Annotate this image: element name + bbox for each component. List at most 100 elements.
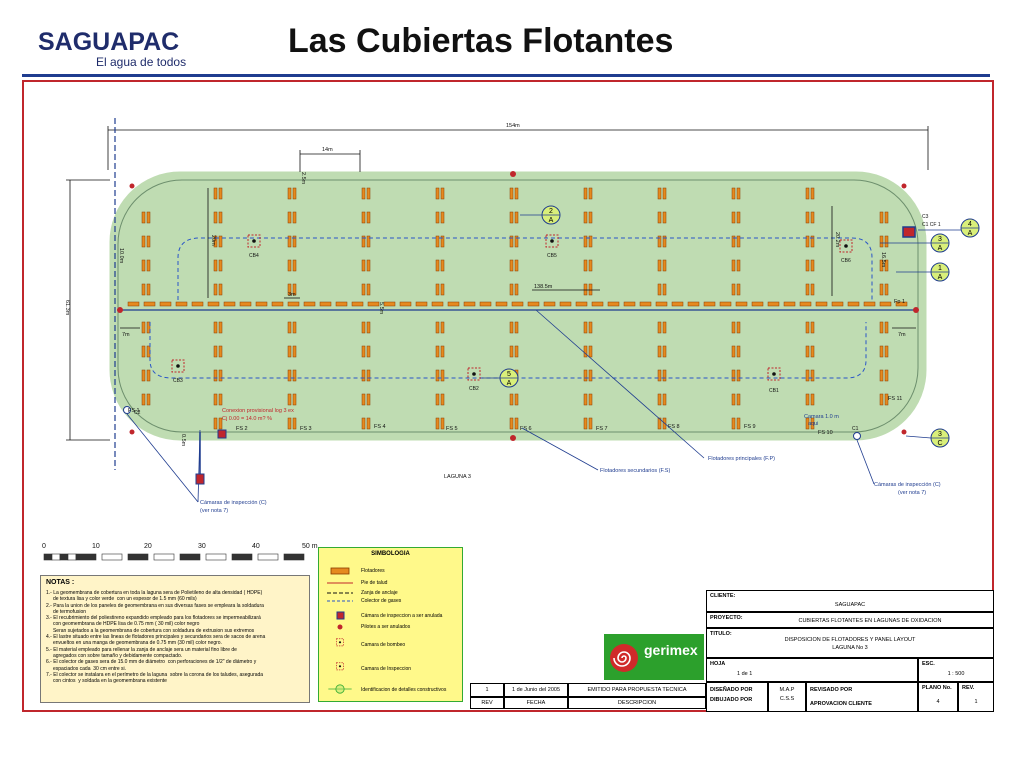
float-element bbox=[141, 321, 146, 334]
float-element bbox=[657, 211, 662, 224]
float-element bbox=[514, 259, 519, 272]
tb-rev-value: 1 bbox=[974, 699, 978, 705]
float-element bbox=[141, 259, 146, 272]
callout-3c: 3 C bbox=[905, 428, 950, 448]
main-float-element bbox=[623, 301, 636, 307]
float-element bbox=[366, 259, 371, 272]
legend-pile-symbol bbox=[337, 624, 343, 630]
float-element bbox=[884, 283, 889, 296]
main-float-element bbox=[687, 301, 700, 307]
main-float-element bbox=[463, 301, 476, 307]
float-element bbox=[657, 259, 662, 272]
scale-segment bbox=[179, 553, 201, 561]
rev-date: 1 de Junio del 2005 bbox=[511, 687, 560, 693]
callout-num: 3 bbox=[938, 236, 942, 243]
callout-5a: 5 A bbox=[482, 368, 519, 388]
float-element bbox=[213, 345, 218, 358]
float-element bbox=[292, 417, 297, 430]
float-element bbox=[583, 417, 588, 430]
float-element bbox=[662, 321, 667, 334]
float-element bbox=[287, 369, 292, 382]
tb-label: DIBUJADO POR bbox=[710, 697, 753, 703]
float-element bbox=[141, 345, 146, 358]
section-fs2: FS 2 bbox=[236, 426, 248, 432]
dimension-lines bbox=[66, 126, 929, 441]
float-element bbox=[736, 187, 741, 200]
section-fs3: FS 3 bbox=[300, 426, 312, 432]
main-float-element bbox=[831, 301, 844, 307]
notes-title: NOTAS : bbox=[46, 579, 75, 586]
float-element bbox=[879, 259, 884, 272]
float-element bbox=[366, 417, 371, 430]
tb-label: APROVACION CLIENTE bbox=[810, 701, 872, 707]
scale-segment bbox=[153, 553, 175, 561]
gerimex-mark: gerimex bbox=[610, 642, 698, 672]
float-element bbox=[292, 345, 297, 358]
notes-line: agregados con sobre tamaño y debidamente… bbox=[46, 652, 183, 659]
pile bbox=[129, 183, 135, 189]
legend-pump-symbol bbox=[336, 638, 344, 647]
main-float-element bbox=[287, 301, 300, 307]
float-element bbox=[366, 283, 371, 296]
tb-cliente-value: SAGUAPAC bbox=[834, 602, 866, 608]
legend-panel: SIMBOLOGIA Flotadores Pie de talud Zanja… bbox=[318, 547, 463, 702]
main-float-element bbox=[351, 301, 364, 307]
float-element bbox=[662, 235, 667, 248]
notes-line: 3.- El recubrimiento del poliestireno ex… bbox=[46, 615, 261, 622]
float-element bbox=[440, 345, 445, 358]
rev-header: REV bbox=[470, 697, 504, 709]
legend-collector-symbol bbox=[327, 600, 353, 602]
dim-vert-left: 20m bbox=[210, 235, 216, 246]
pile bbox=[510, 435, 516, 441]
main-float-element bbox=[191, 301, 204, 307]
dim-bottom-small: 0.5m bbox=[180, 434, 186, 447]
chamber-cb6 bbox=[839, 239, 853, 253]
float-element bbox=[213, 259, 218, 272]
notes-line: con geomembrana de HDPE lisa de 0.75 mm … bbox=[46, 621, 200, 628]
float-element bbox=[213, 393, 218, 406]
float-element bbox=[213, 187, 218, 200]
main-float-element bbox=[767, 301, 780, 307]
float-element bbox=[731, 211, 736, 224]
float-element bbox=[810, 345, 815, 358]
notes-line: envueltos en una manga de geomembrana de… bbox=[46, 640, 222, 647]
tb-label: CLIENTE: bbox=[710, 593, 736, 599]
callout-num: 5 bbox=[507, 371, 511, 378]
title-block: CLIENTE: SAGUAPAC PROYECTO: CUBIERTAS FL… bbox=[706, 590, 994, 712]
scale-label: 30 bbox=[198, 543, 206, 550]
float-element bbox=[218, 187, 223, 200]
callout-letter: A bbox=[938, 274, 943, 281]
chamber-label: CB3 bbox=[173, 378, 183, 384]
callout-num: 1 bbox=[938, 265, 942, 272]
float-element bbox=[588, 283, 593, 296]
float-element bbox=[366, 235, 371, 248]
saguapac-logo: SAGUAPAC El agua de todos bbox=[38, 28, 186, 69]
scale-label: 50 m bbox=[302, 543, 318, 550]
float-element bbox=[810, 393, 815, 406]
float-element bbox=[588, 211, 593, 224]
inspection-c2 bbox=[123, 406, 131, 414]
chamber-cb4 bbox=[247, 234, 261, 248]
tb-label: REVISADO POR bbox=[810, 687, 853, 693]
callout-letter: A bbox=[968, 230, 973, 237]
scale-segment bbox=[43, 553, 53, 561]
float-element bbox=[657, 283, 662, 296]
main-float-element bbox=[511, 301, 524, 307]
dim-vert-right: 20.2m bbox=[834, 232, 840, 248]
chamber-note: Camara 1.0 m bbox=[804, 414, 839, 420]
float-element bbox=[810, 187, 815, 200]
main-float-element bbox=[255, 301, 268, 307]
float-element bbox=[879, 283, 884, 296]
main-float-element bbox=[847, 301, 860, 307]
float-element bbox=[435, 393, 440, 406]
float-element bbox=[736, 211, 741, 224]
float-element bbox=[213, 417, 218, 430]
float-element bbox=[810, 211, 815, 224]
tb-esc-value: 1 : 500 bbox=[947, 671, 965, 677]
float-element bbox=[435, 235, 440, 248]
dim-vert-mid: 16.5m bbox=[880, 252, 886, 268]
float-element bbox=[213, 369, 218, 382]
main-float-element bbox=[879, 301, 892, 307]
float-element bbox=[657, 369, 662, 382]
float-element bbox=[879, 321, 884, 334]
